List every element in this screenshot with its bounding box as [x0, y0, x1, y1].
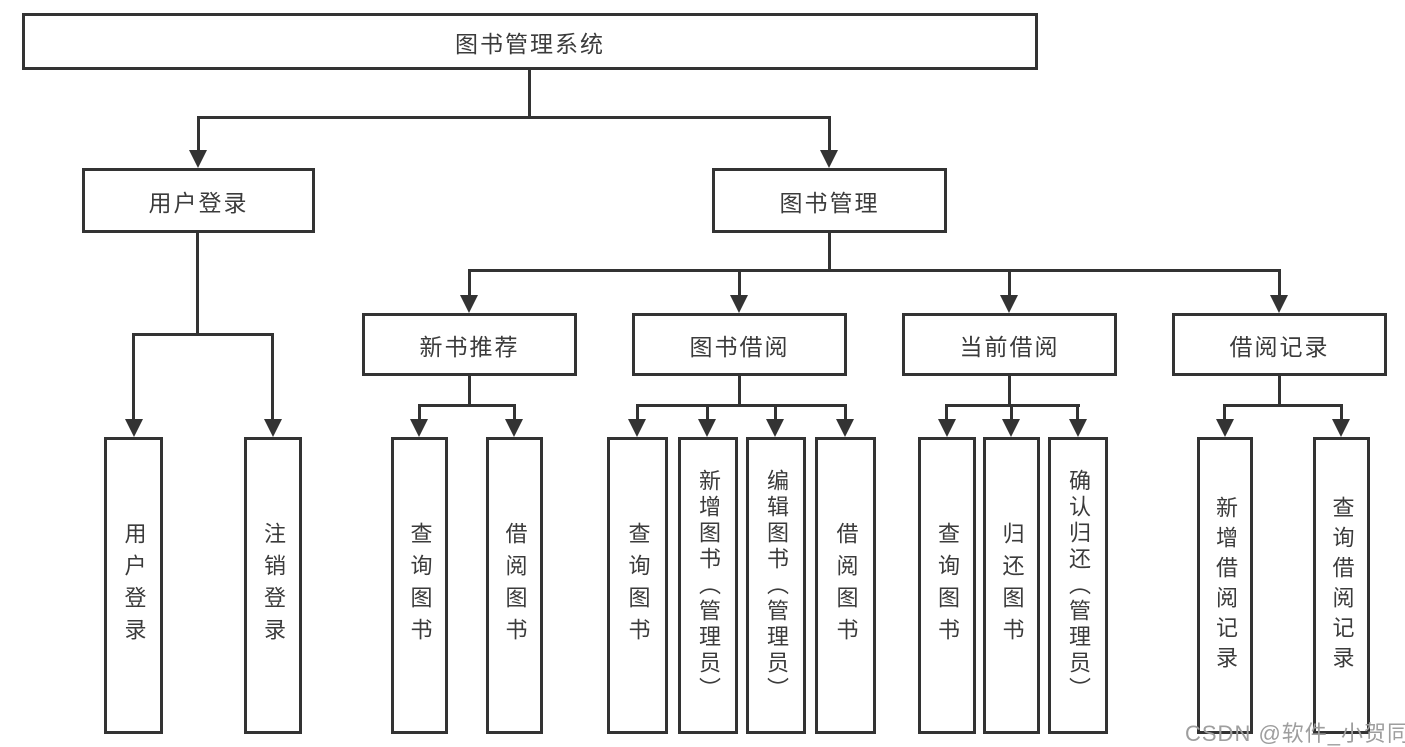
node-label: 注销登录: [261, 521, 286, 650]
watermark: CSDN @软件_小贺同学: [1185, 721, 1405, 746]
node-label: 当前借阅: [959, 333, 1060, 360]
connector-line: [132, 333, 135, 421]
connector-line: [197, 116, 831, 119]
connector-line: [132, 333, 274, 336]
node-label: 借阅图书: [833, 521, 859, 650]
arrowhead-icon: [125, 419, 143, 437]
arrowhead-icon: [1002, 419, 1020, 437]
connector-line: [844, 404, 847, 422]
node-label: 确认归还（管理员）: [1066, 468, 1091, 703]
node-label: 用户登录: [148, 189, 249, 216]
node-book-borrowing: 图书借阅: [632, 313, 847, 376]
connector-line: [418, 404, 421, 422]
connector-line: [828, 116, 831, 152]
arrowhead-icon: [1332, 419, 1350, 437]
leaf-confirm-return-admin: 确认归还（管理员）: [1048, 437, 1108, 734]
connector-line: [636, 404, 847, 407]
node-label: 查询图书: [935, 521, 960, 650]
connector-line: [418, 404, 516, 407]
connector-line: [738, 376, 741, 407]
connector-line: [1278, 376, 1281, 407]
connector-line: [828, 233, 831, 270]
node-label: 归还图书: [999, 521, 1025, 650]
node-borrowing-records: 借阅记录: [1172, 313, 1387, 376]
connector-line: [738, 269, 741, 297]
node-library-system: 图书管理系统: [22, 13, 1038, 70]
leaf-query-borrow-record: 查询借阅记录: [1313, 437, 1370, 734]
connector-line: [528, 70, 531, 117]
arrowhead-icon: [628, 419, 646, 437]
connector-line: [706, 404, 709, 422]
node-label: 借阅图书: [502, 521, 528, 650]
arrowhead-icon: [820, 150, 838, 168]
connector-line: [1223, 404, 1226, 422]
node-current-borrowing: 当前借阅: [902, 313, 1117, 376]
connector-line: [774, 404, 777, 422]
arrowhead-icon: [410, 419, 428, 437]
connector-line: [1076, 404, 1079, 422]
connector-line: [636, 404, 639, 422]
connector-line: [1278, 269, 1281, 297]
connector-line: [468, 269, 1281, 272]
node-label: 借阅记录: [1229, 333, 1330, 360]
connector-line: [196, 233, 199, 335]
node-label: 图书管理: [779, 189, 880, 216]
connector-line: [945, 404, 948, 422]
arrowhead-icon: [1216, 419, 1234, 437]
connector-line: [468, 376, 471, 407]
arrowhead-icon: [730, 295, 748, 313]
leaf-return-book: 归还图书: [983, 437, 1040, 734]
connector-line: [1340, 404, 1343, 422]
arrowhead-icon: [460, 295, 478, 313]
arrowhead-icon: [836, 419, 854, 437]
node-label: 图书借阅: [689, 333, 790, 360]
leaf-query-book-borrowing: 查询图书: [607, 437, 668, 734]
connector-line: [197, 116, 200, 152]
node-label: 查询借阅记录: [1329, 495, 1355, 676]
arrowhead-icon: [505, 419, 523, 437]
node-label: 用户登录: [121, 521, 147, 650]
leaf-query-book-current: 查询图书: [918, 437, 976, 734]
leaf-query-book-recommend: 查询图书: [391, 437, 448, 734]
arrowhead-icon: [189, 150, 207, 168]
arrowhead-icon: [1270, 295, 1288, 313]
arrowhead-icon: [938, 419, 956, 437]
leaf-borrow-book-borrowing: 借阅图书: [815, 437, 876, 734]
node-new-book-recommend: 新书推荐: [362, 313, 577, 376]
connector-line: [468, 269, 471, 297]
node-label: 查询图书: [625, 521, 651, 650]
connector-line: [271, 333, 274, 421]
arrowhead-icon: [766, 419, 784, 437]
leaf-borrow-book-recommend: 借阅图书: [486, 437, 543, 734]
leaf-logout: 注销登录: [244, 437, 302, 734]
leaf-edit-book-admin: 编辑图书（管理员）: [746, 437, 806, 734]
connector-line: [1008, 376, 1011, 407]
arrowhead-icon: [1000, 295, 1018, 313]
arrowhead-icon: [698, 419, 716, 437]
leaf-add-borrow-record: 新增借阅记录: [1197, 437, 1253, 734]
node-label: 新书推荐: [419, 333, 520, 360]
leaf-user-login: 用户登录: [104, 437, 163, 734]
leaf-add-book-admin: 新增图书（管理员）: [678, 437, 738, 734]
connector-line: [1010, 404, 1013, 422]
node-label: 新增借阅记录: [1213, 495, 1238, 676]
connector-line: [513, 404, 516, 422]
arrowhead-icon: [1069, 419, 1087, 437]
node-label: 编辑图书（管理员）: [764, 468, 789, 703]
node-label: 查询图书: [407, 521, 433, 650]
connector-line: [1008, 269, 1011, 297]
node-label: 图书管理系统: [455, 30, 605, 57]
node-book-management: 图书管理: [712, 168, 947, 233]
node-label: 新增图书（管理员）: [696, 468, 721, 703]
node-user-login: 用户登录: [82, 168, 315, 233]
arrowhead-icon: [264, 419, 282, 437]
connector-line: [1223, 404, 1343, 407]
